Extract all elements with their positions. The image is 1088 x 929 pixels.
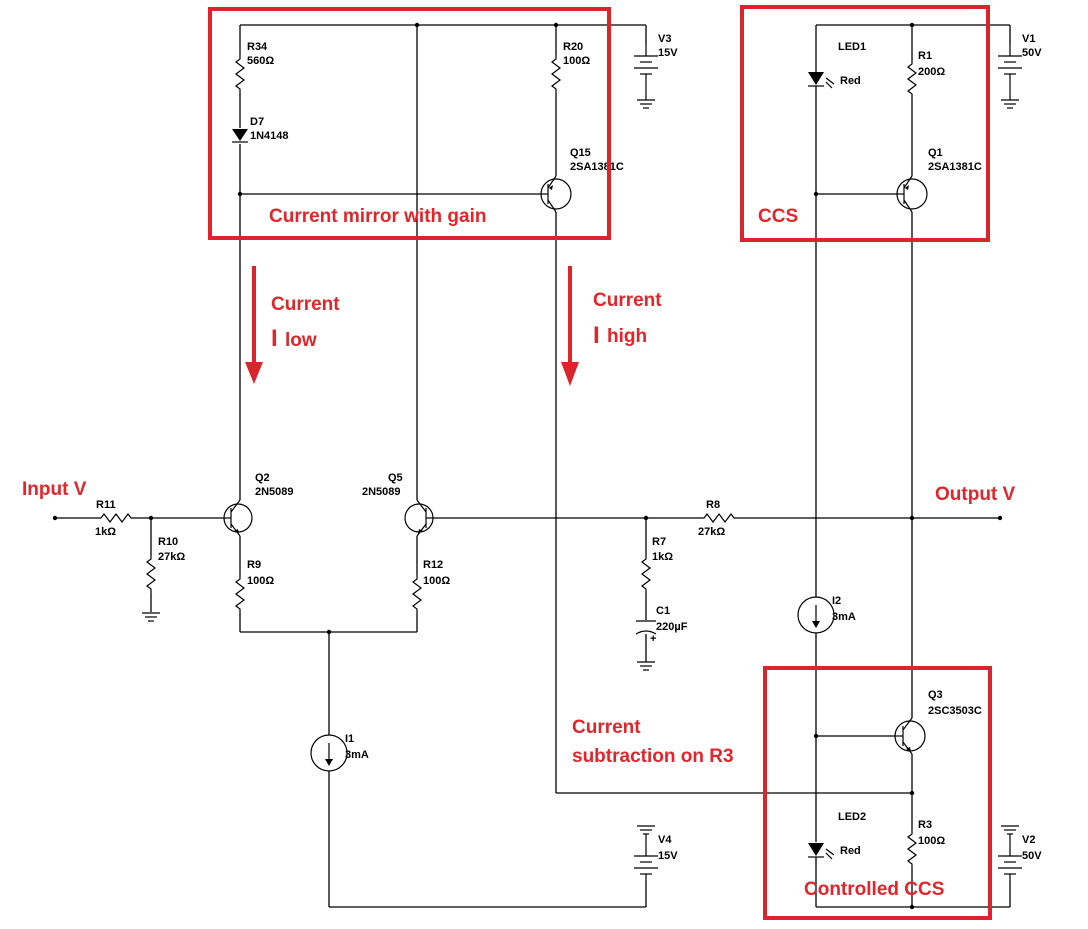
q2-ref: Q2 xyxy=(255,472,270,484)
r20-value: 100Ω xyxy=(563,55,590,67)
r8-ref: R8 xyxy=(706,499,720,511)
r8-value: 27kΩ xyxy=(698,526,725,538)
r34-value: 560Ω xyxy=(247,55,274,67)
ccs-highlight-box xyxy=(740,5,990,242)
q1-ref: Q1 xyxy=(928,147,943,159)
subtraction-label-1: Current xyxy=(572,717,641,738)
r12-value: 100Ω xyxy=(423,575,450,587)
r11-value: 1kΩ xyxy=(95,526,116,538)
led-led1[interactable]: LED1 Red xyxy=(808,41,866,89)
r10-ref: R10 xyxy=(158,536,178,548)
led2-ref: LED2 xyxy=(838,811,866,823)
current-high-label-1: Current xyxy=(593,290,662,311)
q3-value: 2SC3503C xyxy=(928,705,982,717)
transistor-q3[interactable]: Q3 2SC3503C xyxy=(894,689,982,755)
i2-ref: I2 xyxy=(832,595,841,607)
v2-value: 50V xyxy=(1022,850,1042,862)
v4-ref: V4 xyxy=(658,834,672,846)
led1-value: Red xyxy=(840,75,861,87)
v1-value: 50V xyxy=(1022,47,1042,59)
r7-ref: R7 xyxy=(652,536,666,548)
output-label: Output V xyxy=(935,484,1016,505)
d7-ref: D7 xyxy=(250,116,264,128)
ccs-label: CCS xyxy=(758,206,798,227)
q15-value: 2SA1381C xyxy=(570,161,624,173)
current-high-symbol: I xyxy=(593,322,600,349)
led1-ref: LED1 xyxy=(838,41,866,53)
resistor-r34[interactable]: R34 560Ω xyxy=(235,41,274,94)
r10-value: 27kΩ xyxy=(158,551,185,563)
r11-ref: R11 xyxy=(96,499,116,511)
resistor-r12[interactable]: R12 100Ω xyxy=(412,559,450,614)
resistor-r10[interactable]: R10 27kΩ xyxy=(141,536,185,622)
controlled-ccs-label: Controlled CCS xyxy=(804,879,944,900)
c1-ref: C1 xyxy=(656,605,670,617)
r9-ref: R9 xyxy=(247,559,261,571)
c1-polarity: + xyxy=(650,633,656,645)
q5-ref: Q5 xyxy=(388,472,403,484)
r1-ref: R1 xyxy=(918,50,932,62)
diode-d7[interactable]: D7 1N4148 xyxy=(232,116,289,143)
battery-v1[interactable]: V1 50V xyxy=(998,33,1042,109)
mirror-label: Current mirror with gain xyxy=(269,206,486,227)
r34-ref: R34 xyxy=(247,41,268,53)
current-low-arrow xyxy=(245,266,263,384)
q5-value: 2N5089 xyxy=(362,486,401,498)
transistor-q15[interactable]: Q15 2SA1381C xyxy=(540,147,624,213)
resistor-r3[interactable]: R3 100Ω xyxy=(907,819,945,869)
resistor-r7[interactable]: R7 1kΩ xyxy=(641,536,673,594)
r20-ref: R20 xyxy=(563,41,583,53)
resistor-r11[interactable]: R11 1kΩ xyxy=(95,499,136,538)
current-high-arrow xyxy=(561,266,579,386)
current-source-i1[interactable]: I1 3mA xyxy=(310,733,369,772)
current-low-label-1: Current xyxy=(271,294,340,315)
battery-v4[interactable]: V4 15V xyxy=(634,825,678,880)
v3-value: 15V xyxy=(658,47,678,59)
r3-value: 100Ω xyxy=(918,835,945,847)
current-low-label-2: low xyxy=(285,330,317,351)
r12-ref: R12 xyxy=(423,559,443,571)
transistor-q1[interactable]: Q1 2SA1381C xyxy=(896,147,982,213)
d7-value: 1N4148 xyxy=(250,130,289,142)
led-led2[interactable]: LED2 Red xyxy=(808,811,866,860)
transistor-q2[interactable]: Q2 2N5089 xyxy=(223,472,294,537)
current-high-label-2: high xyxy=(607,326,647,347)
q1-value: 2SA1381C xyxy=(928,161,982,173)
i1-ref: I1 xyxy=(345,733,354,745)
transistor-q5[interactable]: Q5 2N5089 xyxy=(362,472,434,537)
resistor-r1[interactable]: R1 200Ω xyxy=(907,50,945,99)
q3-ref: Q3 xyxy=(928,689,943,701)
i1-value: 3mA xyxy=(345,749,369,761)
i2-value: 3mA xyxy=(832,611,856,623)
r9-value: 100Ω xyxy=(247,575,274,587)
wires xyxy=(52,22,1011,910)
current-source-i2[interactable]: I2 3mA xyxy=(797,595,856,634)
subtraction-label-2: subtraction on R3 xyxy=(572,746,734,767)
battery-v3[interactable]: V3 15V xyxy=(634,33,678,109)
resistor-r8[interactable]: R8 27kΩ xyxy=(698,499,739,538)
v4-value: 15V xyxy=(658,850,678,862)
q2-value: 2N5089 xyxy=(255,486,294,498)
v1-ref: V1 xyxy=(1022,33,1035,45)
v2-ref: V2 xyxy=(1022,834,1035,846)
resistor-r9[interactable]: R9 100Ω xyxy=(235,559,274,614)
r3-ref: R3 xyxy=(918,819,932,831)
mirror-highlight-box xyxy=(208,7,611,240)
q15-ref: Q15 xyxy=(570,147,591,159)
c1-value: 220µF xyxy=(656,621,688,633)
current-low-symbol: I xyxy=(271,325,278,352)
r1-value: 200Ω xyxy=(918,66,945,78)
battery-v2[interactable]: V2 50V xyxy=(998,825,1042,880)
controlled-ccs-highlight-box xyxy=(763,666,992,920)
input-label: Input V xyxy=(22,479,87,500)
led2-value: Red xyxy=(840,845,861,857)
r7-value: 1kΩ xyxy=(652,551,673,563)
capacitor-c1[interactable]: + C1 220µF xyxy=(635,605,688,671)
resistor-r20[interactable]: R20 100Ω xyxy=(551,41,590,94)
v3-ref: V3 xyxy=(658,33,671,45)
